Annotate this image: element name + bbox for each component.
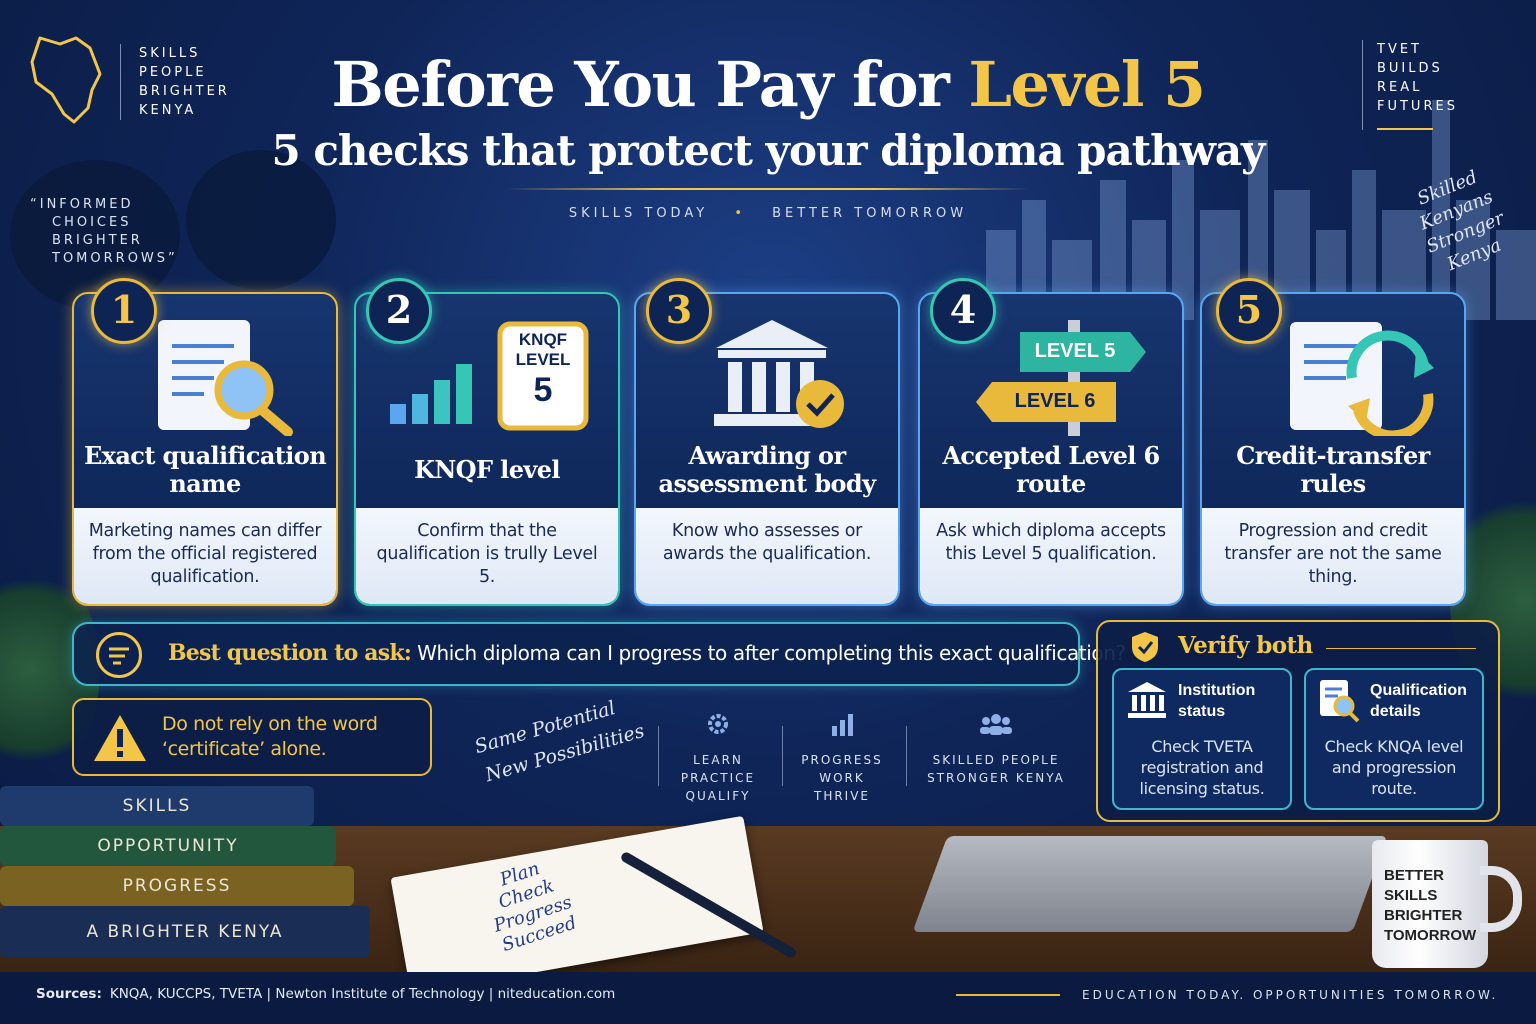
footer-tagline: EDUCATION TODAY. OPPORTUNITIES TOMORROW. [1082,988,1499,1002]
pill-learn-practice-qualify: LEARN PRACTICE QUALIFY [662,710,774,805]
question-list-icon [96,632,142,678]
verify-divider [1326,648,1476,649]
institution-status-card: Institution status Check TVETA registrat… [1112,668,1292,810]
script-slogan-mid: Same Potential New Possibilities [472,696,647,787]
footer: Sources:KNQA, KUCCPS, TVETA | Newton Ins… [0,972,1536,1024]
step-number-3: 3 [646,278,712,344]
page-subtitle: 5 checks that protect your diploma pathw… [271,126,1266,175]
tree-silhouette [186,150,336,290]
divider [658,726,659,786]
gold-underline [1377,128,1433,130]
kenya-map-icon [30,36,102,124]
check-card-4: LEVEL 5 LEVEL 6 Accepted Level 6 route A… [918,292,1184,606]
card-description: Confirm that the qualification is trully… [356,508,618,604]
card-description: Progression and credit transfer are not … [1202,508,1464,604]
sign-level-6: LEVEL 6 [1014,390,1096,412]
footer-divider [956,994,1060,996]
card-title: Awarding or assessment body [658,441,877,498]
best-question-bar: Best question to ask:Which diploma can I… [72,622,1126,686]
step-number-5: 5 [1216,278,1282,344]
institution-icon [1128,682,1166,718]
mug-handle [1480,866,1522,932]
step-number-1: 1 [91,278,157,344]
book-brighter-kenya: A BRIGHTER KENYA [0,906,370,958]
book-skills: SKILLS [0,786,314,826]
document-search-icon [1320,680,1360,723]
card-description: Ask which diploma accepts this Level 5 q… [920,508,1182,604]
step-number-2: 2 [366,278,432,344]
divider [782,726,783,786]
title-highlight: Level 5 [968,48,1206,121]
card-title: Accepted Level 6 route [942,441,1160,498]
knqf-level-badge: KNQF LEVEL 5 [515,330,571,409]
book-opportunity: OPPORTUNITY [0,826,336,866]
step-number-4: 4 [930,278,996,344]
institution-seal-icon [714,320,844,428]
card-description: Know who assesses or awards the qualific… [636,508,898,604]
check-card-1: Exact qualification name Marketing names… [72,292,338,606]
divider [906,726,907,786]
brand-slogan-right: TVET BUILDS REAL FUTURES [1362,40,1458,130]
check-card-2: KNQF LEVEL 5 KNQF level Confirm that the… [354,292,620,606]
gear-icon [708,714,728,734]
brand-slogan-left: SKILLS PEOPLE BRIGHTER KENYA [120,44,230,120]
best-question-label: Best question to ask: [168,640,412,666]
card-description: Marketing names can differ from the offi… [74,508,336,604]
tree-silhouette [10,160,180,310]
qualification-details-card: Qualification details Check KNQA level a… [1304,668,1484,810]
bar-chart-icon [390,321,589,431]
sign-level-5: LEVEL 5 [1034,340,1116,362]
card-title: Credit-transfer rules [1236,441,1430,498]
signpost-icon [976,320,1146,436]
sources: Sources:KNQA, KUCCPS, TVETA | Newton Ins… [36,986,616,1002]
document-transfer-icon [1290,322,1434,436]
people-icon [980,714,1012,735]
best-question-text: Best question to ask:Which diploma can I… [168,640,1126,666]
verify-both-panel: Verify both Institution status Check TVE… [1096,620,1500,822]
coffee-mug: BETTER SKILLS BRIGHTER TOMORROW [1372,840,1488,968]
card-title: Exact qualification name [83,441,327,498]
warning-icon [94,715,146,761]
growth-chart-icon [832,714,853,736]
title-divider [506,188,1030,190]
card-title: KNQF level [414,455,560,484]
verify-title: Verify both [1178,632,1313,659]
book-progress: PROGRESS [0,866,354,906]
check-card-3: Awarding or assessment body Know who ass… [634,292,900,606]
pill-skilled-people: SKILLED PEOPLE STRONGER KENYA [914,710,1078,787]
check-card-5: Credit-transfer rules Progression and cr… [1200,292,1466,606]
page-title: Before You Pay for Level 5 [331,48,1206,121]
quote-informed-choices: “INFORMED CHOICES BRIGHTER TOMORROWS” [30,197,178,266]
certificate-warning: Do not rely on the word ‘certificate’ al… [72,698,432,776]
document-search-icon [158,320,293,436]
pill-progress-work-thrive: PROGRESS WORK THRIVE [786,710,898,805]
laptop [912,836,1388,932]
shield-check-icon [1132,632,1158,662]
tagline: SKILLS TODAY • BETTER TOMORROW [568,206,968,221]
